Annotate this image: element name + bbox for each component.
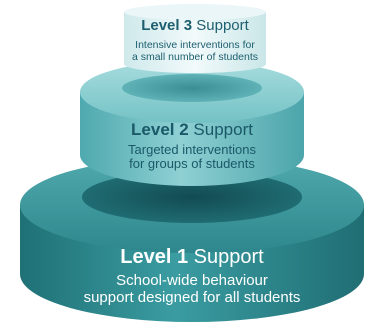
tier-2-level-label: Level 2	[131, 120, 189, 139]
tier-1-title: Level 1 Support	[60, 246, 324, 269]
tier-1-description-line-1: School-wide behaviour	[116, 272, 268, 289]
tier-3-cylinder	[124, 4, 266, 73]
tier-1-support-label: Support	[193, 246, 264, 268]
tier-1-ring	[20, 157, 364, 322]
tier-3-support-label: Support	[196, 17, 249, 34]
tier-3-description: Intensive interventions for a small numb…	[120, 39, 270, 63]
tier-1-hole	[82, 171, 302, 223]
tier-3-top	[124, 4, 266, 20]
tier-1-level-label: Level 1	[120, 246, 189, 268]
tier-2-description-line-2: for groups of students	[129, 156, 255, 171]
tier-3-title: Level 3 Support	[124, 17, 266, 34]
tier-1-description: School-wide behaviour support designed f…	[40, 272, 344, 306]
tier-2-hole	[122, 74, 262, 102]
tier-1-description-line-2: support designed for all students	[83, 289, 301, 306]
tier-2-title: Level 2 Support	[88, 120, 296, 140]
tier-3-level-label: Level 3	[141, 17, 193, 34]
tier-2-support-label: Support	[193, 120, 253, 139]
tier-3-side	[124, 12, 266, 73]
tier-2-description: Targeted interventions for groups of stu…	[96, 143, 288, 171]
tier-3-description-line-1: Intensive interventions for	[135, 39, 255, 51]
tier-3-description-line-2: a small number of students	[131, 51, 259, 63]
tier-2-ring	[80, 61, 304, 186]
tier-2-description-line-1: Targeted interventions	[128, 142, 256, 157]
